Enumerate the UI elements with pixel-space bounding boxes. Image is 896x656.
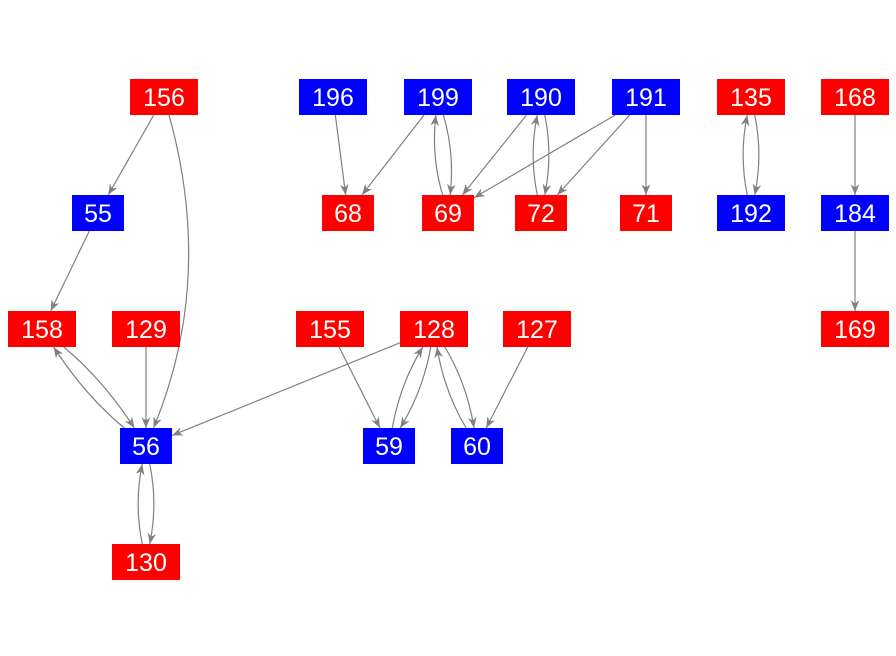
node-158: 158 <box>8 311 76 347</box>
node-box <box>400 311 468 347</box>
node-box <box>451 428 503 464</box>
edge-191-to-72 <box>556 114 631 196</box>
node-label: 130 <box>125 549 167 577</box>
node-56: 56 <box>120 428 172 464</box>
node-label: 168 <box>834 84 876 112</box>
edge-156-to-55 <box>107 114 155 196</box>
node-label: 156 <box>143 84 185 112</box>
node-59: 59 <box>363 428 415 464</box>
edge-56-to-130 <box>147 463 157 545</box>
edge-135-to-192 <box>752 114 762 196</box>
edge-191-to-69 <box>473 114 616 199</box>
edge-155-to-59 <box>338 346 381 429</box>
node-label: 72 <box>527 200 555 228</box>
node-box <box>8 311 76 347</box>
node-label: 71 <box>632 200 660 228</box>
node-label: 69 <box>434 200 462 228</box>
node-label: 68 <box>334 200 362 228</box>
edge-56-to-158 <box>53 346 125 429</box>
node-60: 60 <box>451 428 503 464</box>
node-190: 190 <box>507 79 575 115</box>
node-box <box>612 79 680 115</box>
node-label: 190 <box>520 84 562 112</box>
edge-192-to-135 <box>740 114 750 196</box>
node-191: 191 <box>612 79 680 115</box>
edge-72-to-190 <box>530 114 540 196</box>
node-box <box>120 428 172 464</box>
node-box <box>717 195 785 231</box>
node-label: 60 <box>463 433 491 461</box>
edge-199-to-69 <box>442 114 456 196</box>
node-155: 155 <box>296 311 364 347</box>
node-box <box>404 79 472 115</box>
edge-190-to-72 <box>542 114 552 196</box>
node-box <box>72 195 124 231</box>
edge-55-to-158 <box>50 230 90 312</box>
node-label: 199 <box>417 84 459 112</box>
node-box <box>515 195 567 231</box>
node-label: 128 <box>413 316 455 344</box>
node-box <box>821 79 889 115</box>
edge-156-to-56 <box>152 114 190 429</box>
node-label: 192 <box>730 200 772 228</box>
node-label: 184 <box>834 200 876 228</box>
node-label: 55 <box>84 200 112 228</box>
edge-190-to-69 <box>461 114 528 196</box>
node-label: 158 <box>21 316 63 344</box>
node-label: 196 <box>312 84 354 112</box>
node-box <box>363 428 415 464</box>
node-box <box>620 195 672 231</box>
node-label: 155 <box>309 316 351 344</box>
node-label: 59 <box>375 433 403 461</box>
node-196: 196 <box>299 79 367 115</box>
node-199: 199 <box>404 79 472 115</box>
node-128: 128 <box>400 311 468 347</box>
node-168: 168 <box>821 79 889 115</box>
node-130: 130 <box>112 544 180 580</box>
node-box <box>130 79 198 115</box>
node-label: 127 <box>516 316 558 344</box>
edge-199-to-68 <box>361 114 425 196</box>
node-box <box>112 311 180 347</box>
node-184: 184 <box>821 195 889 231</box>
node-72: 72 <box>515 195 567 231</box>
node-69: 69 <box>422 195 474 231</box>
node-135: 135 <box>717 79 785 115</box>
node-55: 55 <box>72 195 124 231</box>
edge-196-to-68 <box>334 114 349 196</box>
edge-128-to-59 <box>399 346 432 429</box>
node-label: 135 <box>730 84 772 112</box>
node-129: 129 <box>112 311 180 347</box>
node-68: 68 <box>322 195 374 231</box>
node-box <box>821 311 889 347</box>
node-label: 169 <box>834 316 876 344</box>
node-box <box>299 79 367 115</box>
edge-127-to-60 <box>485 346 529 429</box>
edge-60-to-128 <box>434 346 467 429</box>
node-box <box>717 79 785 115</box>
node-box <box>503 311 571 347</box>
node-169: 169 <box>821 311 889 347</box>
node-192: 192 <box>717 195 785 231</box>
node-box <box>296 311 364 347</box>
node-box <box>507 79 575 115</box>
node-box <box>422 195 474 231</box>
node-127: 127 <box>503 311 571 347</box>
edge-59-to-128 <box>391 346 424 429</box>
edge-69-to-199 <box>430 114 444 196</box>
node-box <box>322 195 374 231</box>
edge-158-to-56 <box>63 346 135 429</box>
node-label: 191 <box>625 84 667 112</box>
edge-130-to-56 <box>135 463 145 545</box>
node-71: 71 <box>620 195 672 231</box>
node-box <box>112 544 180 580</box>
node-label: 129 <box>125 316 167 344</box>
node-box <box>821 195 889 231</box>
node-label: 56 <box>132 433 160 461</box>
edge-128-to-56 <box>171 342 401 436</box>
edge-128-to-60 <box>444 346 477 429</box>
node-156: 156 <box>130 79 198 115</box>
